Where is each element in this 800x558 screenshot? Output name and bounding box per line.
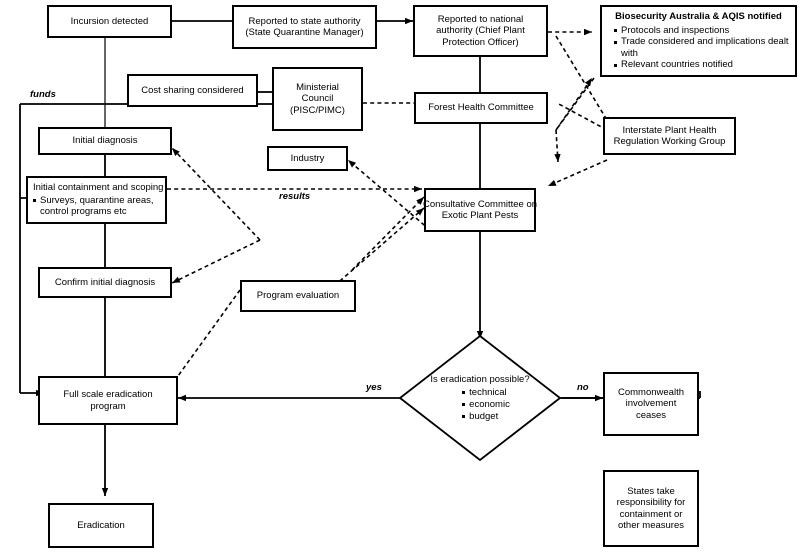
node-is-eradication-possible[interactable]: Is eradication possible? technical econo… — [398, 334, 562, 462]
node-label: Initial diagnosis — [72, 135, 138, 147]
edge-label-yes: yes — [365, 382, 383, 393]
node-label-line3: containment or — [619, 508, 683, 520]
node-label-line1: Full scale eradication — [63, 389, 153, 400]
node-industry[interactable]: Industry — [267, 146, 348, 171]
edge-to-confirm-diagnosis — [171, 239, 261, 284]
node-label-line2: involvement — [625, 398, 677, 410]
bullet-item: Trade considered and implications dealt … — [608, 36, 789, 59]
bullet-square-icon — [614, 40, 617, 44]
criteria-item: economic — [450, 399, 510, 411]
bullet-square-icon — [33, 199, 36, 202]
bullet-text: Surveys, quarantine areas, control progr… — [40, 194, 154, 218]
bullet-text: Trade considered and implications dealt … — [621, 36, 789, 59]
criteria-text: economic — [469, 398, 510, 410]
edge-to-industry — [347, 159, 431, 231]
node-label: Eradication — [77, 519, 125, 531]
node-label-line1: Ministerial — [296, 81, 339, 93]
node-biosecurity-aqis-notified[interactable]: Biosecurity Australia & AQIS notified Pr… — [600, 5, 797, 77]
node-reported-to-state-authority[interactable]: Reported to state authority (State Quara… — [232, 5, 377, 49]
node-label-line3: ceases — [635, 409, 667, 421]
node-confirm-initial-diagnosis[interactable]: Confirm initial diagnosis — [38, 267, 172, 298]
node-reported-to-national-authority[interactable]: Reported to national authority (Chief Pl… — [413, 5, 548, 57]
node-initial-containment-and-scoping[interactable]: Initial containment and scoping Surveys,… — [26, 176, 167, 224]
edge-biosecurity-down — [555, 77, 595, 131]
edge-label-funds: funds — [29, 89, 57, 100]
bullet-square-icon — [614, 63, 617, 67]
node-heading: Initial containment and scoping — [33, 182, 164, 193]
bullet-text: Relevant countries notified — [621, 59, 733, 70]
node-label-line3: Protection Officer) — [442, 36, 519, 48]
node-label-line2: authority (Chief Plant — [436, 25, 525, 37]
node-label-line1: Consultative Committee on — [422, 198, 538, 210]
edge-interstate-down-left — [547, 159, 608, 187]
criteria-item: budget — [450, 411, 510, 423]
node-label-line1: Commonwealth — [618, 386, 684, 398]
edge-interstate-bridge — [556, 102, 608, 131]
bullet-item: Relevant countries notified — [608, 59, 733, 71]
node-label-line2: program — [90, 400, 126, 412]
node-states-take-responsibility[interactable]: States take responsibility for containme… — [603, 470, 699, 547]
node-label-line1: States take — [627, 485, 675, 497]
node-label-line2: Council — [301, 93, 334, 105]
node-eradication[interactable]: Eradication — [48, 503, 154, 548]
node-label-line1: Interstate Plant Health — [622, 124, 717, 136]
edge-label-no: no — [576, 382, 590, 393]
decision-question: Is eradication possible? — [430, 373, 530, 385]
criteria-item: technical — [450, 387, 510, 399]
edge-up-to-biosecurity — [555, 77, 593, 131]
node-ministerial-council[interactable]: Ministerial Council (PISC/PIMC) — [272, 67, 363, 131]
node-label-line4: other measures — [617, 520, 684, 531]
node-incursion-detected[interactable]: Incursion detected — [47, 5, 172, 38]
node-label-line1: Reported to national — [437, 13, 524, 25]
node-label-line2: Regulation Working Group — [613, 136, 726, 147]
bullet-item: Surveys, quarantine areas, control progr… — [33, 195, 160, 218]
node-program-evaluation[interactable]: Program evaluation — [240, 280, 356, 312]
bullet-square-icon — [462, 415, 466, 418]
node-label: Confirm initial diagnosis — [54, 276, 156, 288]
criteria-text: technical — [469, 386, 507, 398]
criteria-text: budget — [469, 410, 499, 422]
edge-to-initial-diagnosis — [171, 147, 261, 241]
node-forest-health-committee[interactable]: Forest Health Committee — [414, 92, 548, 124]
node-label: Incursion detected — [70, 15, 149, 27]
node-label-line2: Exotic Plant Pests — [441, 210, 519, 221]
node-label-line2: responsibility for — [616, 497, 686, 508]
node-cost-sharing-considered[interactable]: Cost sharing considered — [127, 74, 258, 107]
bullet-text: Protocols and inspections — [621, 24, 730, 36]
node-label-line3: (PISC/PIMC) — [290, 104, 345, 116]
node-full-scale-eradication-program[interactable]: Full scale eradication program — [38, 376, 178, 425]
edge-biosecurity-to-mid — [554, 129, 561, 163]
node-label: Cost sharing considered — [141, 84, 244, 96]
bullet-square-icon — [462, 391, 466, 394]
bullet-square-icon — [614, 29, 617, 32]
edge-program-to-consultative — [351, 196, 425, 271]
node-label: Industry — [290, 152, 325, 164]
node-label-line1: Reported to state authority — [248, 15, 361, 27]
bullet-item: Protocols and inspections — [608, 25, 729, 37]
node-commonwealth-involvement-ceases[interactable]: Commonwealth involvement ceases — [603, 372, 699, 436]
node-initial-diagnosis[interactable]: Initial diagnosis — [38, 127, 172, 155]
node-interstate-plant-health-group[interactable]: Interstate Plant Health Regulation Worki… — [603, 117, 736, 155]
edge-eval-to-fullscale — [177, 289, 241, 377]
bullet-square-icon — [462, 403, 466, 406]
node-heading: Biosecurity Australia & AQIS notified — [615, 11, 782, 22]
node-label-line2: (State Quarantine Manager) — [245, 27, 364, 38]
node-label: Forest Health Committee — [428, 102, 534, 114]
node-label: Program evaluation — [256, 290, 340, 302]
node-consultative-committee[interactable]: Consultative Committee on Exotic Plant P… — [422, 188, 538, 232]
edge-label-results: results — [278, 191, 312, 202]
